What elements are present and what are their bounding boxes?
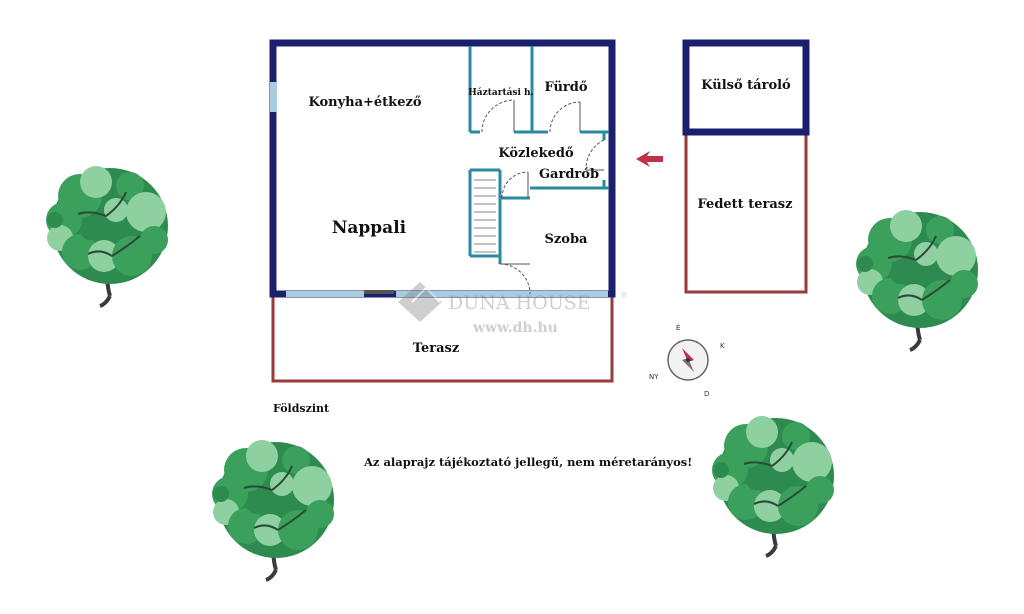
watermark-registered: ® — [620, 291, 628, 300]
room-label-nappali: Nappali — [332, 218, 407, 238]
tree-icon — [44, 164, 170, 308]
floor-label: Földszint — [273, 402, 330, 415]
window-bottom-2 — [396, 291, 608, 297]
disclaimer: Az alaprajz tájékoztató jellegű, nem mér… — [363, 455, 692, 469]
inner-walls — [468, 46, 609, 264]
staircase — [474, 179, 496, 253]
watermark-brand: DUNA HOUSE — [448, 292, 591, 314]
room-label-haztartasi: Háztartási h. — [468, 87, 533, 98]
room-label-terasz: Terasz — [413, 341, 459, 356]
room-label-furdo: Fürdő — [544, 80, 587, 95]
compass-icon — [667, 339, 709, 381]
room-label-kozlekedo: Közlekedő — [498, 146, 574, 161]
entrance-arrow-icon — [636, 151, 663, 167]
compass-north: É — [676, 323, 680, 332]
compass-east: K — [720, 342, 725, 350]
room-label-kulso-tarolo: Külső tároló — [701, 78, 791, 93]
room-label-konyha: Konyha+étkező — [308, 95, 421, 110]
watermark: DUNA HOUSE ® www.dh.hu — [398, 282, 628, 336]
storage-wall — [682, 39, 810, 136]
tree-icon — [710, 414, 836, 558]
terrace-outline — [271, 295, 614, 383]
tree-icon — [210, 438, 336, 582]
watermark-url: www.dh.hu — [472, 320, 558, 336]
tree-icon — [854, 208, 980, 352]
room-label-szoba: Szoba — [545, 232, 589, 247]
room-label-fedett-terasz: Fedett terasz — [698, 197, 793, 212]
door-swings — [481, 99, 605, 295]
covered-terrace-outline — [684, 134, 808, 294]
watermark-logo-icon — [398, 282, 442, 322]
room-label-gardrob: Gardrób — [539, 167, 599, 182]
sliding-door — [364, 290, 394, 294]
window-bottom-1 — [286, 291, 364, 297]
compass-south: D — [704, 390, 709, 398]
window-left — [270, 82, 277, 112]
compass-west: NY — [649, 373, 659, 381]
